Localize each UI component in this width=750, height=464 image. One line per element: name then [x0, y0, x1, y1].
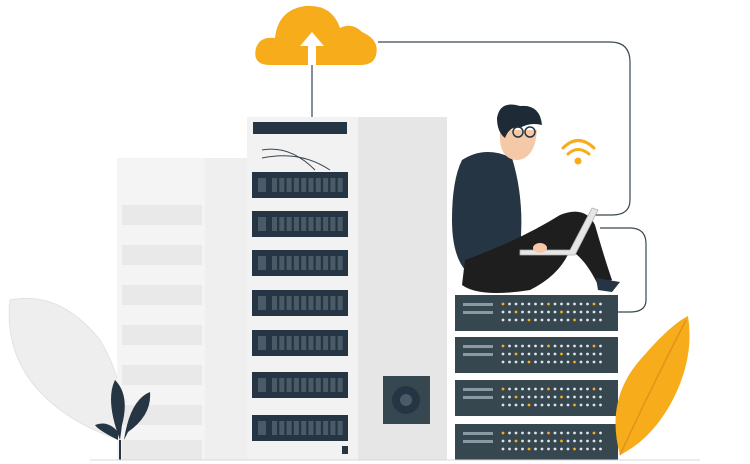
fan-box: [342, 376, 430, 454]
faded-drive-unit: [122, 325, 202, 345]
person-with-laptop: [452, 104, 620, 294]
faded-drive-unit: [122, 245, 202, 265]
server-drive-unit: [252, 330, 348, 356]
server-drive-unit: [252, 211, 348, 237]
server-stack: [455, 295, 618, 460]
server-drive-unit: [252, 290, 348, 316]
leaf-gray-decoration: [8, 297, 123, 441]
cloud-upload-icon: [255, 5, 377, 66]
stack-server-unit: [455, 295, 618, 331]
server-drive-unit: [252, 172, 348, 198]
server-drive-unit: [252, 250, 348, 276]
stack-server-unit: [455, 380, 618, 416]
faded-drive-unit: [122, 365, 202, 385]
server-drive-unit: [252, 415, 348, 441]
stack-server-unit: [455, 337, 618, 373]
server-drive-unit: [252, 372, 348, 398]
faded-drive-unit: [122, 440, 202, 460]
wifi-icon: [561, 139, 596, 165]
leaf-dark-decoration: [95, 380, 151, 460]
stack-server-unit: [455, 424, 618, 460]
faded-drive-unit: [122, 205, 202, 225]
leaf-orange-decoration: [615, 316, 690, 456]
faded-drive-unit: [122, 285, 202, 305]
faded-server-rack: [117, 158, 247, 460]
